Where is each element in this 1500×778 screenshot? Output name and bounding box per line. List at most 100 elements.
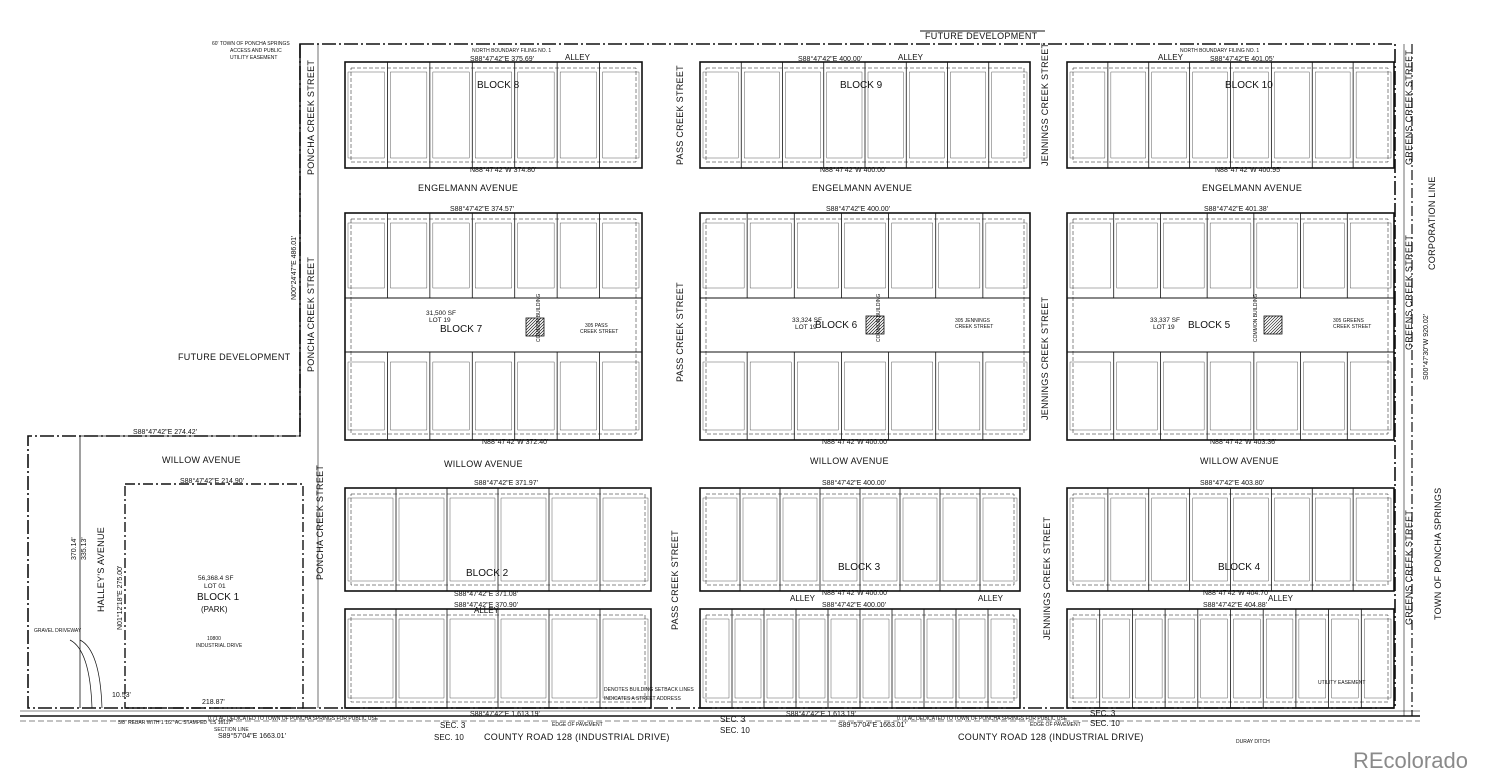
block-5-common-building-hatch	[1266, 318, 1283, 335]
greens-creek-st-1: GREENS CREEK STREET	[1404, 50, 1414, 165]
block-6-envelope	[891, 361, 933, 431]
block-5-outline	[1066, 212, 1395, 441]
block-5-envelope	[1069, 361, 1111, 431]
poncha-creek-st-1: PONCHA CREEK STREET	[306, 60, 316, 175]
bearing-b10-bot: N88°47'42"W 400.95'	[1215, 166, 1281, 174]
block-7-envelope	[602, 361, 640, 431]
duray-ditch: DURAY DITCH	[1236, 739, 1270, 745]
jennings-creek-st-2: JENNINGS CREEK STREET	[1040, 296, 1050, 420]
block-6-envelope	[749, 361, 792, 431]
block-7-envelope	[432, 222, 470, 289]
block-5-envelope	[1256, 222, 1298, 289]
bearing-b6-bot: N88°47'42"W 400.00'	[822, 438, 888, 446]
block-5-envelope	[1163, 361, 1205, 431]
block-2-north-envelope	[551, 497, 598, 582]
bearing-b4-top: S88°47'42"E 403.80'	[1200, 479, 1264, 487]
block-2-south-envelope	[602, 618, 649, 699]
block-8-envelope	[602, 71, 640, 159]
setback-note: DENOTES BUILDING SETBACK LINES	[604, 687, 694, 693]
block-5-envelope	[1069, 222, 1111, 289]
dedication-note-1: 0.71 AC DEDICATED TO TOWN OF PONCHA SPRI…	[208, 716, 379, 722]
block-6-envelope	[985, 222, 1028, 289]
block-5-common-building-hatch	[1263, 315, 1280, 332]
block-3-south-envelope	[702, 618, 730, 699]
b7-common-building: COMMON BUILDING	[536, 294, 542, 342]
sec-10-label-2: SEC. 10	[720, 726, 750, 735]
block-5-envelope	[1350, 222, 1392, 289]
dist-370: 370.14'	[71, 537, 78, 560]
block-9-envelope	[744, 71, 780, 159]
block-5-envelope	[1303, 222, 1345, 289]
block-5-envelope	[1303, 361, 1345, 431]
easement-note-3: UTILITY EASEMENT	[230, 55, 277, 61]
block-6-common-building-hatch	[865, 315, 873, 323]
block-10-label: BLOCK 10	[1225, 80, 1273, 91]
sec-3-label-1: SEC. 3	[440, 721, 466, 730]
bearing-b2-mid: S88°47'42"E 371.08'	[454, 590, 518, 598]
block-6-common-building-hatch	[865, 315, 870, 320]
block-6-envelope	[844, 361, 886, 431]
bearing-b2-alley: S88°47'42"E 370.90'	[454, 601, 518, 609]
block-7-envelope	[390, 222, 428, 289]
block-10-envelope	[1069, 71, 1106, 159]
block-4-north-envelope	[1315, 497, 1351, 582]
alley-label-1: ALLEY	[565, 53, 591, 62]
alley-label-5: ALLEY	[790, 594, 816, 603]
corporation-line-label: CORPORATION LINE	[1427, 176, 1437, 270]
block-9-envelope	[867, 71, 904, 159]
bearing-b8-top: S88°47'42"E 375.69'	[470, 55, 534, 63]
block-6-common-building-hatch	[868, 318, 885, 335]
jennings-creek-st-1: JENNINGS CREEK STREET	[1040, 42, 1050, 166]
north-boundary-b10: NORTH BOUNDARY FILING NO. 1	[1180, 48, 1259, 54]
sec-10-label-3: SEC. 10	[1090, 719, 1120, 728]
block-3-south-envelope	[830, 618, 858, 699]
bearing-b9-bot: N88°47'42"W 400.00'	[820, 166, 886, 174]
block-7-common-building-hatch	[525, 317, 536, 328]
block-6-common-building-hatch	[865, 315, 882, 332]
block-10-envelope	[1355, 71, 1392, 159]
block-5-common-building-hatch	[1269, 321, 1283, 335]
future-development-top: FUTURE DEVELOPMENT	[925, 31, 1038, 41]
future-development-left: FUTURE DEVELOPMENT	[178, 352, 291, 362]
willow-ave-0: WILLOW AVENUE	[162, 455, 241, 465]
block-2-north-envelope	[449, 497, 496, 582]
block-6-common-building-hatch	[874, 324, 885, 335]
block-5-envelope	[1350, 361, 1392, 431]
block-7-envelope	[517, 361, 555, 431]
block-5-envelope	[1256, 361, 1298, 431]
block-7-common-building-hatch	[525, 317, 533, 325]
sec-10-label-1: SEC. 10	[434, 733, 464, 742]
block-7-envelope	[517, 222, 555, 289]
block-6-envelope	[938, 361, 981, 431]
block-9-label: BLOCK 9	[840, 80, 883, 91]
dedication-note-2: 0.71 AC DEDICATED TO TOWN OF PONCHA SPRI…	[897, 716, 1068, 722]
block-7-label: BLOCK 7	[440, 324, 483, 335]
block-2-north-envelope	[398, 497, 445, 582]
bearing-poncha-west: N00°24'47"E 486.01'	[290, 236, 298, 300]
block-8-envelope	[517, 71, 555, 159]
block-2-south-envelope	[398, 618, 445, 699]
block-5-envelope	[1209, 222, 1252, 289]
alley-label-7: ALLEY	[1268, 594, 1294, 603]
block-3-north-envelope	[742, 497, 778, 582]
b6-common-building: COMMON BUILDING	[876, 294, 882, 342]
b6-common-address: 305 JENNINGS	[955, 318, 991, 324]
block-4-north-envelope	[1355, 497, 1392, 582]
block-4-south-envelope	[1135, 618, 1163, 699]
block-5-common-building-hatch	[1263, 315, 1268, 320]
block-2-south-envelope	[347, 618, 394, 699]
block-8-envelope	[347, 71, 385, 159]
block-7-common-building-hatch	[534, 326, 545, 337]
block-7-envelope	[432, 361, 470, 431]
rebar-note: 5/8" REBAR WITH 1 1/2" AC STAMPED "LS 16…	[118, 720, 233, 726]
block-7-envelope	[559, 361, 597, 431]
block-6-envelope	[702, 361, 745, 431]
block-3-north-envelope	[862, 497, 898, 582]
block-7-common-building-hatch	[531, 323, 545, 337]
block-3-south-envelope	[894, 618, 922, 699]
block-3-north-envelope	[942, 497, 978, 582]
poncha-creek-st-2: PONCHA CREEK STREET	[306, 257, 316, 372]
block-6-outline	[699, 212, 1031, 441]
b5-common-lot: LOT 19	[1153, 324, 1175, 331]
bearing-section-west: S89°57'04"E 1663.01'	[218, 732, 286, 740]
